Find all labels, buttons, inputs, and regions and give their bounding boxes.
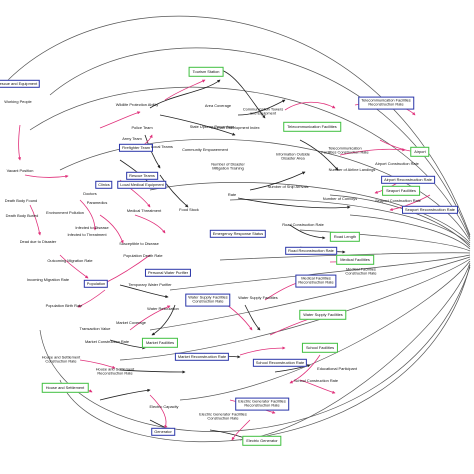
- node-rate: Rate: [227, 191, 237, 197]
- node-medical-facilities-construction-rate: Medical Facilities Construction Rate: [345, 266, 377, 276]
- node-local-medical-equipment: Local Medical Equipment: [117, 180, 167, 190]
- node-area-coverage: Area Coverage: [204, 102, 232, 108]
- node-number-ship-arrivals: Number of Ship Arrivals: [267, 183, 309, 189]
- node-road-reconstruction-rate: Road Reconstruction Rate: [285, 246, 337, 256]
- node-market-construction-rate: Market Construction Rate: [84, 338, 130, 344]
- node-electric-generator-construction-rate: Electric Generator Facilities Constructi…: [199, 411, 247, 421]
- node-population-birth-rate: Population Birth Rate: [45, 302, 83, 308]
- node-firefighter-team: Firefighter Team: [118, 143, 154, 153]
- node-market-facilities: Market Facilities: [141, 337, 179, 349]
- node-clinics: Clinics: [95, 180, 113, 190]
- node-working-people: Working People: [4, 98, 32, 104]
- node-water-supply-facilities-green: Water Supply Facilities: [299, 309, 347, 321]
- node-house-and-settlement: House and Settlement: [41, 382, 89, 394]
- node-house-settlement-construction-rate: House and Settlement Construction Rate: [41, 354, 81, 364]
- node-market-reconstruction-rate: Market Reconstruction Rate: [174, 352, 230, 362]
- node-seaport-reconstruction-rate: Seaport Reconstruction Rate: [402, 205, 458, 215]
- node-number-of-convoys: Number of Convoys: [322, 195, 358, 201]
- node-personal-water-purifier: Personal Water Purifier: [144, 268, 192, 278]
- node-rescue-team: Rescue Teams: [126, 171, 158, 181]
- node-death-body-found: Death Body Found: [4, 197, 38, 203]
- node-electric-generator: Electric Generator: [242, 435, 282, 447]
- node-water-reticulation: Water Reticulation: [147, 305, 179, 311]
- node-medical-facilities: Medical Facilities: [336, 254, 374, 266]
- node-paramedics: Paramedics: [86, 199, 108, 205]
- node-house-settlement-reconstruction-rate: House and Settlement Reconstruction Rate: [95, 366, 135, 376]
- node-dead-due-to-disaster: Dead due to Disaster: [19, 238, 57, 244]
- node-electric-capacity: Electric Capacity: [149, 403, 179, 409]
- node-population: Population: [83, 279, 109, 289]
- node-number-disaster-training: Number of Disaster Mitigation Training: [211, 161, 245, 171]
- node-state-upkeep: State Upkeep Percentage: [189, 123, 235, 129]
- node-road-construction-rate: Road Construction Rate: [282, 221, 324, 227]
- node-human-development-index: Human Development Index: [212, 124, 260, 130]
- node-transaction-value: Transaction Value: [79, 325, 111, 331]
- node-rescue-and-equipment: Rescue and Equipment: [0, 79, 41, 89]
- node-tourism-station: Tourism Station: [188, 66, 224, 78]
- node-airport-reconstruction-rate: Airport Reconstruction Rate: [381, 175, 435, 185]
- node-seaport-construction-rate: Seaport Construction Rate: [375, 197, 421, 203]
- node-school-facilities: School Facilities: [301, 342, 339, 354]
- node-outcoming-migration-rate: Outcoming Migration Rate: [47, 257, 93, 263]
- node-electric-generator-reconstruction-rate: Electric Generator Facilities Reconstruc…: [235, 397, 289, 411]
- node-school-construction-rate: School Construction Rate: [293, 377, 339, 383]
- node-water-supply-construction-rate: Water Supply Facilities Construction Rat…: [185, 293, 231, 307]
- node-seaport-facilities: Seaport Facilities: [382, 185, 420, 197]
- node-community-empowerment: Community Empowerment: [182, 146, 228, 152]
- node-water-supply-facilities: Water Supply Facilities: [238, 294, 278, 300]
- node-road-length: Road Length: [329, 231, 361, 243]
- node-market-coverage: Market Coverage: [116, 319, 146, 325]
- node-generator: Generator: [151, 427, 175, 437]
- node-vacant-position: Vacant Position: [6, 167, 34, 173]
- node-environment-pollution: Environment Pollution: [46, 209, 84, 215]
- node-infected-to-threatment: Infected to Threatment: [67, 231, 107, 237]
- node-food-stock: Food Stock: [179, 206, 199, 212]
- node-population-death-rate: Population Death Rate: [123, 252, 163, 258]
- node-doctors: Doctors: [83, 190, 97, 196]
- node-information-outside: Information Outside Disaster Area: [276, 151, 310, 161]
- node-police-team: Police Team: [131, 124, 153, 130]
- node-educational-participant: Educational Participant: [317, 365, 357, 371]
- node-airport: Airport: [410, 146, 430, 158]
- node-local-teams: Local Teams: [151, 143, 173, 149]
- node-wildlife-protection: Wildlife Protection Ability: [115, 101, 159, 107]
- node-airport-construction-rate: Airport Construction Rate: [375, 160, 419, 166]
- pink-flows: [17, 79, 431, 441]
- node-telecom-construction-rate: Telecommunication Facilities Constructio…: [321, 145, 369, 155]
- node-medical-threatment: Medical Threatment: [126, 207, 162, 213]
- node-telecom-facilities: Telecommunication Facilities: [283, 121, 341, 133]
- node-incoming-migration-rate: Incoming Migration Rate: [26, 276, 70, 282]
- node-infected-to-disease: Infected to Disease: [75, 224, 109, 230]
- node-army-team: Army Team: [122, 135, 142, 141]
- node-communication-towers: Communication Towers and Equipment: [242, 106, 284, 116]
- node-number-arrivals: Number of Airline Landings: [328, 166, 376, 172]
- node-emergency-response-status: Emergency Response Status: [209, 229, 267, 239]
- node-temporary-water-purifier: Temporary Water Purifier: [128, 281, 172, 287]
- node-susceptible-to-disease: Susceptible to Disease: [119, 240, 159, 246]
- node-medical-facilities-reconstruction-rate: Medical Facilities Reconstruction Rate: [295, 274, 337, 288]
- node-death-body-buried: Death Body Buried: [5, 212, 39, 218]
- node-telecom-reconstruction-rate: Telecommunication Facilities Reconstruct…: [358, 96, 414, 110]
- node-school-reconstruction-rate: School Reconstruction Rate: [252, 358, 308, 368]
